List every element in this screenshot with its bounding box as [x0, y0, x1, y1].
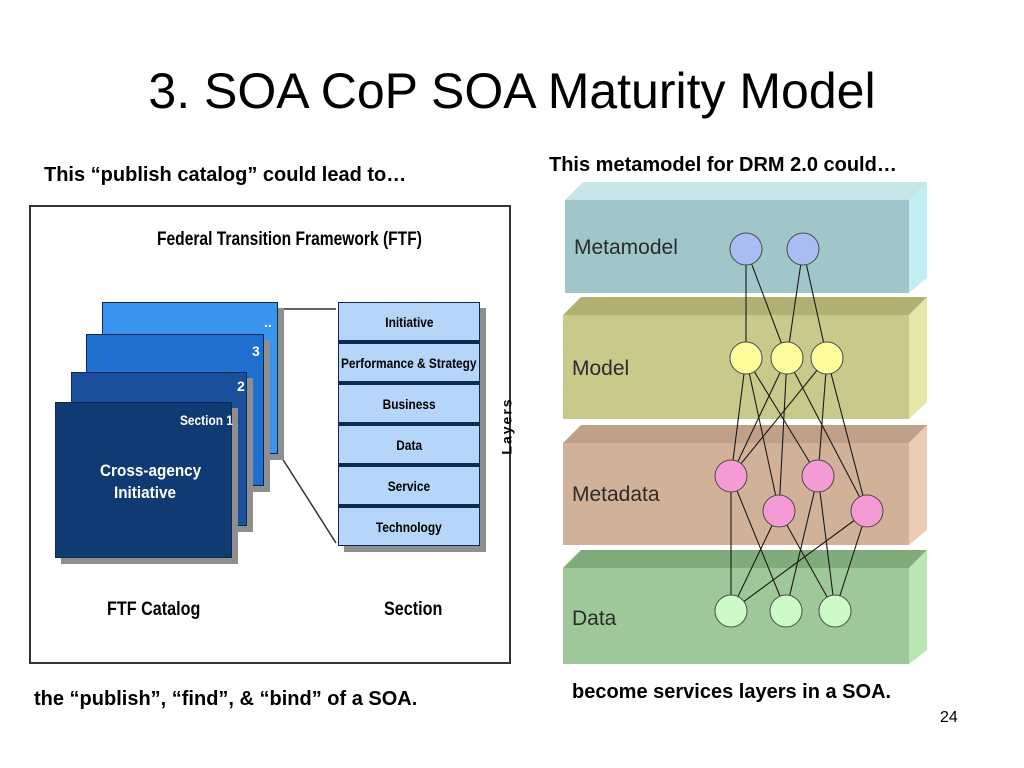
- layer-model: Model: [563, 297, 927, 419]
- layer-metadata-side: [909, 425, 927, 545]
- catalog-card-1-title-line2: Initiative: [113, 483, 177, 502]
- ftf-catalog-label: FTF Catalog: [107, 599, 201, 620]
- layer-metadata-label: Metadata: [572, 483, 660, 506]
- section-item-label: Business: [382, 395, 436, 412]
- metadata-node: [762, 494, 796, 528]
- section-item-service: Service: [338, 466, 480, 505]
- model-node: [729, 341, 763, 375]
- model-nodes: [729, 341, 844, 375]
- caption-left-top: This “publish catalog” could lead to…: [44, 164, 407, 186]
- layer-model-top: [563, 297, 927, 315]
- layer-model-label: Model: [572, 357, 629, 380]
- catalog-card-2-number: 2: [237, 378, 245, 394]
- caption-right-top: This metamodel for DRM 2.0 could…: [549, 154, 897, 176]
- layer-metamodel-side: [909, 182, 927, 293]
- metamodel-node: [729, 232, 763, 266]
- layer-metadata-top: [563, 425, 927, 443]
- layer-metadata: Metadata: [563, 425, 927, 545]
- metamodel-node: [786, 232, 820, 266]
- metamodel-nodes: [729, 232, 820, 266]
- ftf-title: Federal Transition Framework (FTF): [157, 229, 422, 250]
- ftf-section-label: Section: [384, 599, 443, 620]
- slide-title: 3. SOA CoP SOA Maturity Model: [148, 63, 876, 119]
- layer-metamodel-label: Metamodel: [574, 236, 678, 259]
- caption-left-bottom: the “publish”, “find”, & “bind” of a SOA…: [34, 688, 418, 710]
- model-node: [810, 341, 844, 375]
- layer-metadata-front: [563, 443, 909, 545]
- layer-model-side: [909, 297, 927, 419]
- section-item-label: Performance & Strategy: [341, 354, 477, 371]
- layer-metamodel-top: [565, 182, 927, 200]
- node-edges: [730, 248, 868, 612]
- catalog-card-4-number: ..: [264, 314, 272, 330]
- catalog-card-1-section: Section 1: [180, 412, 233, 428]
- caption-right-bottom: become services layers in a SOA.: [572, 681, 892, 703]
- section-item-business: Business: [338, 384, 480, 423]
- section-item-label: Technology: [376, 518, 442, 535]
- section-item-performance-strategy: Performance & Strategy: [338, 343, 480, 382]
- metadata-node: [714, 459, 748, 493]
- section-item-label: Initiative: [384, 313, 434, 330]
- metadata-node: [850, 494, 884, 528]
- catalog-card-3-number: 3: [252, 343, 260, 359]
- layer-data-side: [909, 550, 927, 664]
- layer-data-top: [563, 550, 927, 568]
- catalog-card-1-title-line1: Cross-agency: [100, 461, 202, 480]
- model-node: [770, 341, 804, 375]
- data-node: [714, 594, 748, 628]
- data-node: [769, 594, 803, 628]
- section-layer-stack: Initiative Performance & Strategy Busine…: [338, 302, 480, 546]
- data-nodes: [714, 594, 852, 628]
- metadata-nodes: [714, 459, 884, 528]
- catalog-card-1: [55, 402, 232, 558]
- metadata-node: [801, 459, 835, 493]
- catalog-card-1-title: Cross-agency Initiative: [100, 460, 202, 504]
- layer-data-label: Data: [572, 607, 617, 630]
- section-item-label: Service: [387, 477, 431, 494]
- layer-data: Data: [563, 550, 927, 664]
- section-item-initiative: Initiative: [338, 302, 480, 341]
- data-node: [818, 594, 852, 628]
- page-number: 24: [940, 709, 958, 726]
- section-item-technology: Technology: [338, 507, 480, 546]
- section-item-data: Data: [338, 425, 480, 464]
- section-item-label: Data: [396, 436, 422, 453]
